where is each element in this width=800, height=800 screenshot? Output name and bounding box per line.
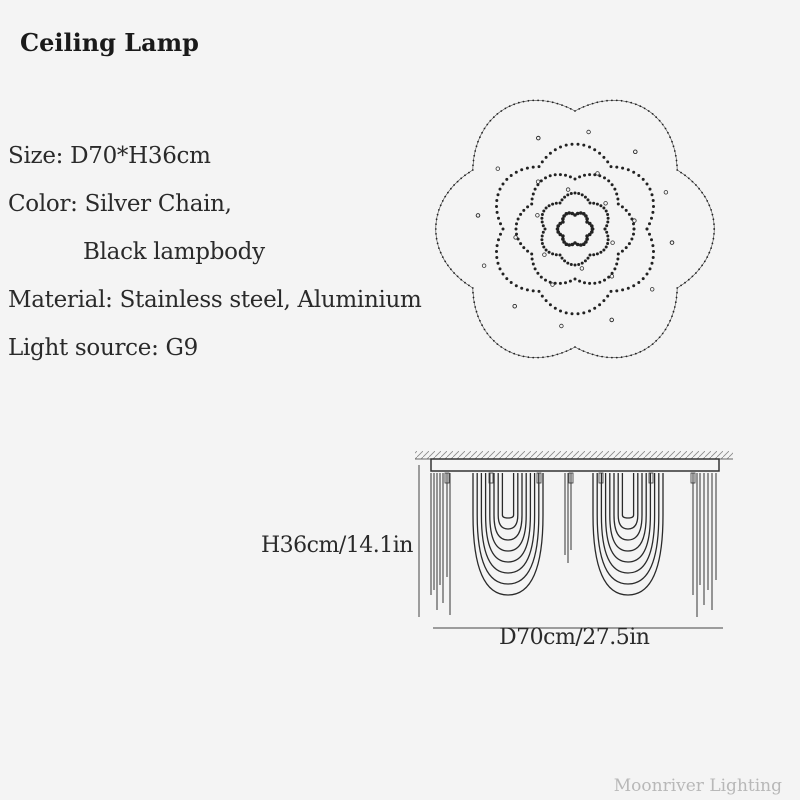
- spec-light-source: Light source: G9: [8, 335, 198, 361]
- spec-size: Size: D70*H36cm: [8, 143, 211, 169]
- outer-petal-ring: [434, 99, 716, 359]
- ceiling-hatch: [415, 451, 733, 459]
- inner-petal-ring: [514, 173, 636, 285]
- lamp-canopy: [430, 458, 720, 472]
- inner-petal-ring: [495, 142, 655, 316]
- height-dimension-label: H36cm/14.1in: [261, 533, 413, 558]
- inner-petal-ring: [540, 191, 610, 267]
- diameter-dimension-label: D70cm/27.5in: [499, 625, 650, 650]
- spec-material: Material: Stainless steel, Aluminium: [8, 287, 422, 313]
- lamp-side-view-drawing: [415, 451, 733, 629]
- inner-petal-ring: [555, 211, 595, 247]
- bulb-markers: [475, 129, 675, 329]
- lamp-top-view-drawing: [434, 99, 716, 359]
- spec-color: Color: Silver Chain,: [8, 191, 232, 217]
- product-title: Ceiling Lamp: [20, 28, 199, 57]
- spec-color-continued: Black lampbody: [83, 239, 265, 265]
- brand-watermark: Moonriver Lighting: [613, 776, 782, 796]
- chain-strands: [430, 472, 717, 617]
